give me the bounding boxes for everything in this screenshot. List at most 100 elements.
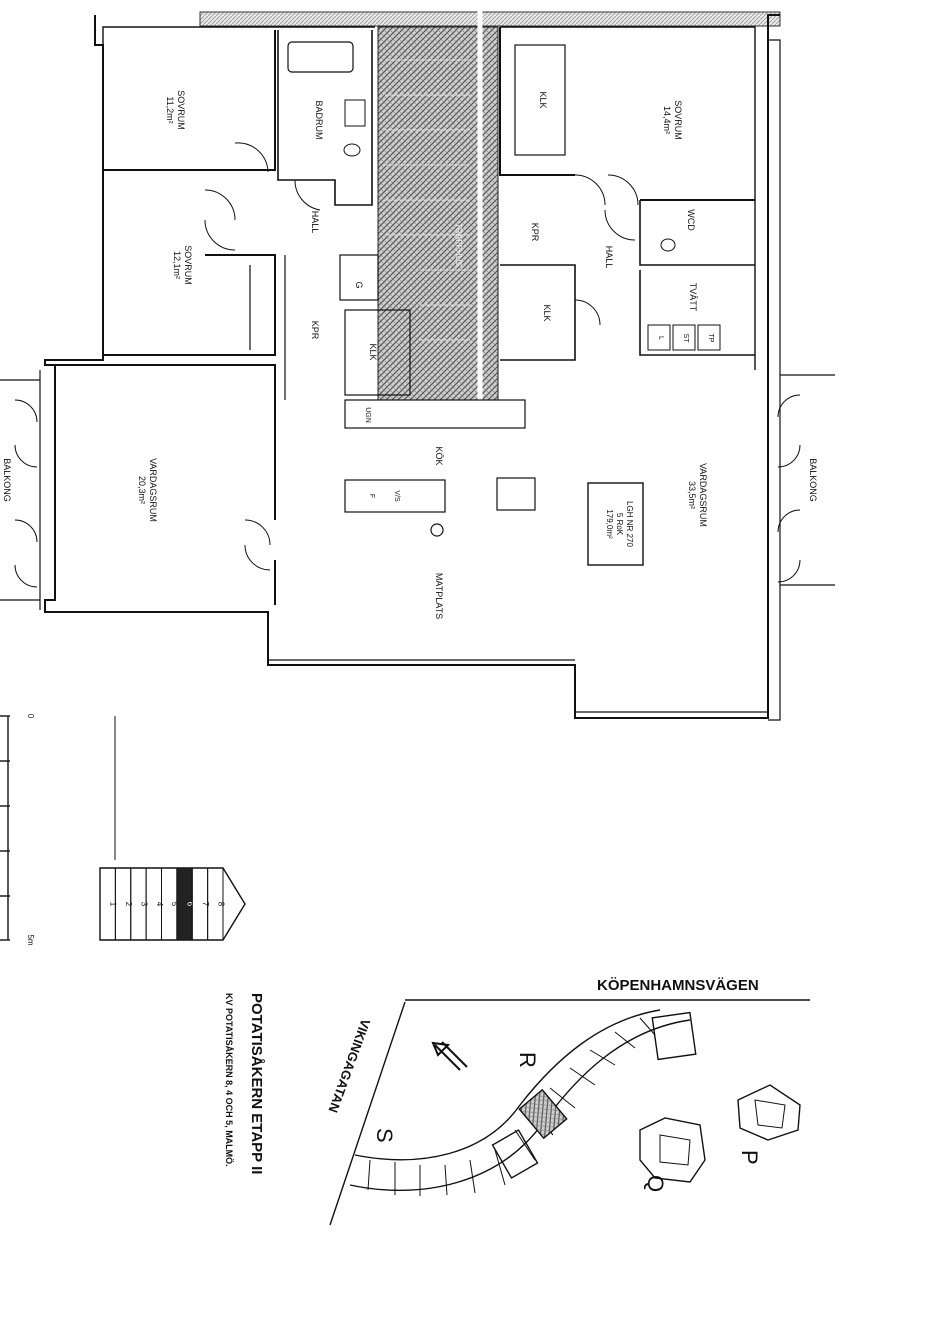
highlighted-building <box>518 1088 568 1140</box>
label-kpr-right: KPR <box>530 223 540 242</box>
floor-number: 7 <box>201 902 210 907</box>
label-kok: KÖK <box>434 446 444 465</box>
label-l: L <box>657 336 664 340</box>
building-p-inner <box>754 1099 786 1129</box>
room-area: 12,1m² <box>172 251 182 279</box>
door-swing-2 <box>204 189 236 221</box>
kitchen-island <box>344 479 446 513</box>
block-label-q: Q <box>643 1175 668 1192</box>
title-block: POTATISÅKERN ETAPP II KV POTATISÅKERN 8,… <box>224 993 265 1174</box>
scale-end: 5m <box>26 934 35 945</box>
room-name: SOVRUM <box>176 90 186 130</box>
label-trapphus: TRAPPHUS <box>454 223 463 267</box>
apartment-number: LGH NR 270 <box>625 501 634 547</box>
door-swing-7 <box>574 174 606 206</box>
apartment-rooms: 5 RoK <box>615 513 624 536</box>
top-wall-hatch <box>199 11 781 27</box>
klk-top-right-box <box>514 44 566 156</box>
wm-1 <box>647 324 671 351</box>
floor-number: 2 <box>124 902 133 907</box>
building-arc-inner <box>354 1009 661 1161</box>
label-hall-right: HALL <box>604 246 614 269</box>
door-swing-8 <box>607 174 639 206</box>
balcony-door-left-2 <box>14 519 38 588</box>
apartment-info-box <box>587 482 644 566</box>
block-label-r: R <box>515 1052 540 1068</box>
door-swing-9 <box>604 209 636 241</box>
door-swing-4 <box>294 179 321 211</box>
room-area: 11,2m² <box>165 96 175 123</box>
balcony-door-left-1 <box>14 399 38 468</box>
kitchen-storage <box>339 254 379 301</box>
label-f: F <box>368 494 375 498</box>
wall-kpr-right <box>500 264 576 361</box>
site-plan <box>329 999 810 1226</box>
kitchen-counter <box>344 399 526 429</box>
bathtub <box>287 41 354 73</box>
label-badrum: BADRUM <box>314 100 324 139</box>
label-wcd: WCD <box>686 209 696 231</box>
wm-2 <box>672 324 696 351</box>
block-label-s: S <box>372 1128 397 1143</box>
apartment-area: 179,0m² <box>605 509 614 539</box>
label-ugn: UGN <box>364 407 371 423</box>
label-balkong-left: BALKONG <box>2 458 12 502</box>
wall-tvatt <box>639 270 755 356</box>
wall-kpr-left <box>249 255 286 400</box>
outer-wall-inner <box>102 26 756 370</box>
floor-indicator: 1 2 3 4 5 6 7 8 <box>99 867 246 941</box>
room-name: VARDAGSRUM <box>698 463 708 527</box>
label-tvatt: TVÄTT <box>688 283 698 312</box>
wall-sovrum-right <box>499 27 755 201</box>
room-area: 33,5m² <box>687 481 697 509</box>
floor-number: 3 <box>139 902 148 907</box>
klk-left-box <box>344 309 411 396</box>
floor-plan <box>0 10 835 721</box>
label-klk-top-right: KLK <box>538 91 548 108</box>
label-g: G <box>354 281 364 288</box>
room-labels: SOVRUM 11,2m² SOVRUM 12,1m² VARDAGSRUM 2… <box>2 90 818 619</box>
building-p <box>737 1084 801 1141</box>
project-subtitle: KV POTATISÅKERN 8, 4 OCH 5, MALMÖ. <box>224 993 234 1167</box>
street-line-left <box>329 1001 406 1226</box>
project-title: POTATISÅKERN ETAPP II <box>248 993 265 1174</box>
label-klk-left: KLK <box>368 343 378 360</box>
wall-sovrum-2 <box>103 254 276 356</box>
label-vs: V/S <box>393 490 400 502</box>
scale-bar <box>0 715 116 941</box>
room-name: SOVRUM <box>183 245 193 285</box>
scale-start: 0 <box>26 714 35 719</box>
table <box>496 477 536 511</box>
label-st: ST <box>682 334 689 344</box>
outer-wall <box>44 14 780 719</box>
door-swing-3 <box>204 219 236 251</box>
right-facade <box>768 39 781 721</box>
door-swing-1 <box>234 142 269 173</box>
floor-number: 4 <box>155 902 164 907</box>
block-label-p: P <box>737 1150 762 1165</box>
bottom-wall <box>268 659 768 713</box>
door-swing-5 <box>244 519 271 546</box>
floor-number: 6 <box>186 902 195 907</box>
label-matplats: MATPLATS <box>434 573 444 619</box>
room-area: 20,3m² <box>137 476 147 504</box>
wall-badrum <box>277 30 373 206</box>
room-area: 14,4m² <box>662 106 672 134</box>
floor-number: 1 <box>109 902 118 907</box>
north-arrow-icon <box>431 1041 468 1071</box>
balcony-door-right-2 <box>777 509 801 583</box>
floor-number: 5 <box>170 902 179 907</box>
label-kpr-left: KPR <box>310 321 320 340</box>
balcony-door-right-1 <box>777 394 801 468</box>
label-hall-left: HALL <box>310 211 320 234</box>
building-top-end <box>651 1011 697 1061</box>
toilet-left <box>343 143 361 157</box>
wall-sovrum-1 <box>103 30 276 171</box>
wm-3 <box>697 324 721 351</box>
label-tp: TP <box>707 334 714 343</box>
floor-number: 8 <box>216 902 225 907</box>
column <box>430 523 444 537</box>
toilet-right <box>660 238 676 252</box>
floor-strip <box>207 867 224 941</box>
